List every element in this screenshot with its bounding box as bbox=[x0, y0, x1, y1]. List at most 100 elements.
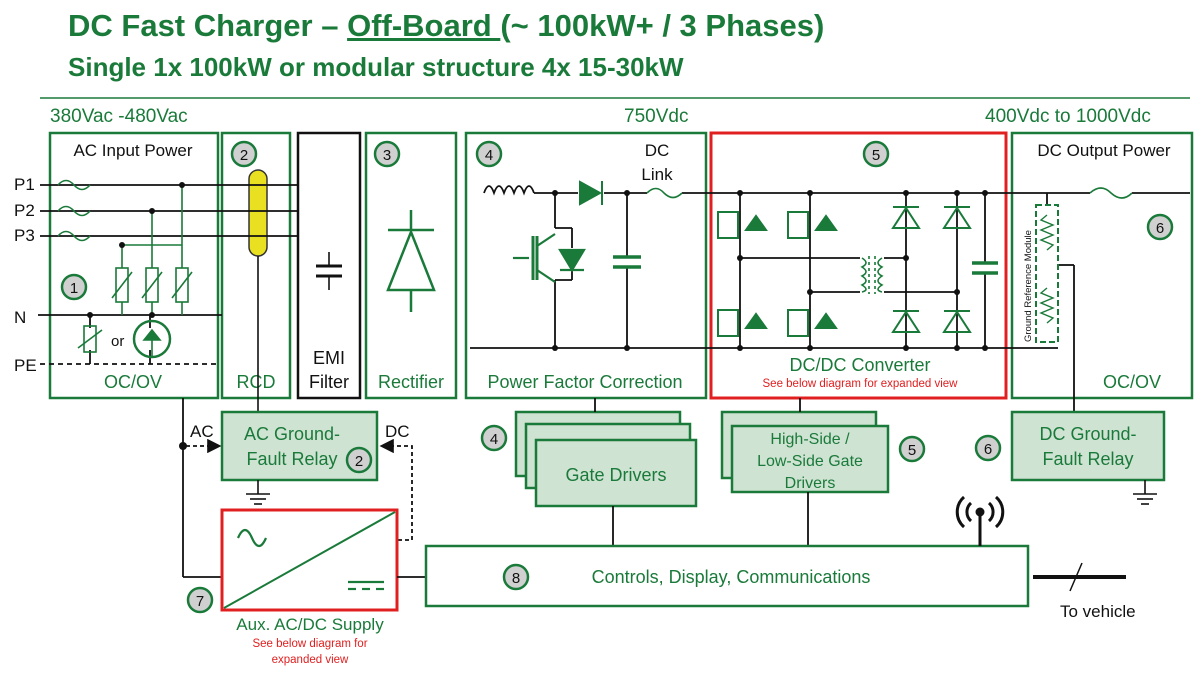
badge-5-hsls: 5 bbox=[898, 435, 926, 463]
pfc-dc-label: DC bbox=[645, 141, 670, 160]
pfc-capacitor-icon bbox=[613, 255, 641, 269]
emi-label-1: EMI bbox=[313, 348, 345, 368]
or-label: or bbox=[111, 333, 124, 350]
badge-6-output: 6 bbox=[1146, 213, 1174, 241]
controls-label: Controls, Display, Communications bbox=[592, 567, 871, 587]
input-fuse-icons bbox=[57, 179, 91, 242]
to-vehicle-label: To vehicle bbox=[1060, 602, 1136, 621]
pfc-dc-link-fuse-icon bbox=[646, 187, 683, 199]
rcd-toroid-icon bbox=[248, 169, 268, 257]
ac-input-block bbox=[48, 131, 220, 400]
ground-reference-label: Ground Reference Module bbox=[1023, 230, 1034, 342]
badge-4-pfc: 4 bbox=[475, 140, 503, 168]
pe-label: PE bbox=[14, 356, 37, 375]
aux-note-2: expanded view bbox=[272, 654, 349, 666]
dc-ground-icon bbox=[1133, 493, 1157, 505]
pfc-circuit bbox=[470, 185, 711, 349]
badge-6-relay: 6 bbox=[974, 434, 1002, 462]
title-underlined: Off-Board bbox=[347, 8, 501, 43]
dc-gf-relay-line1: DC Ground- bbox=[1039, 424, 1136, 444]
dcdc-junction-dots bbox=[737, 190, 988, 351]
aux-label: Aux. AC/DC Supply bbox=[236, 615, 384, 634]
p1-label: P1 bbox=[14, 175, 35, 194]
title-part1: DC Fast Charger – bbox=[68, 8, 348, 43]
ac-aux-junction-dot bbox=[179, 442, 187, 450]
dcdc-block bbox=[709, 131, 1008, 400]
emi-capacitor-icon bbox=[316, 252, 342, 290]
dcdc-capacitor-icon bbox=[972, 261, 998, 275]
p3-label: P3 bbox=[14, 226, 35, 245]
dc-output-circuit bbox=[1012, 192, 1190, 412]
dcdc-output-diode-icons bbox=[891, 206, 972, 333]
pfc-block bbox=[464, 131, 708, 400]
p2-label: P2 bbox=[14, 201, 35, 220]
rcd-label: RCD bbox=[237, 372, 276, 392]
dc-output-block bbox=[1010, 131, 1194, 400]
rectifier-label: Rectifier bbox=[378, 372, 444, 392]
rcd-block bbox=[220, 131, 292, 400]
svg-text:5: 5 bbox=[872, 147, 880, 164]
vehicle-bus-slash bbox=[1069, 562, 1083, 592]
ac-aux-wiring bbox=[182, 398, 413, 578]
hs-ls-line3: Drivers bbox=[785, 475, 836, 492]
badge-7: 7 bbox=[186, 586, 214, 614]
controls-display-comms-block bbox=[424, 544, 1030, 608]
svg-text:6: 6 bbox=[1156, 220, 1164, 237]
dc-arrow-label: DC bbox=[385, 422, 410, 441]
ac-arrow-label: AC bbox=[190, 422, 214, 441]
ac-gf-relay-line1: AC Ground- bbox=[244, 424, 340, 444]
svg-text:6: 6 bbox=[984, 441, 992, 458]
aux-ac-sine-icon bbox=[236, 528, 268, 548]
ac-input-wiring bbox=[38, 184, 222, 365]
svg-text:3: 3 bbox=[383, 147, 391, 164]
dcdc-note: See below diagram for expanded view bbox=[763, 378, 959, 390]
antenna-icon bbox=[955, 495, 1005, 546]
varistor-icons bbox=[77, 185, 193, 359]
hs-ls-line1: High-Side / bbox=[770, 431, 850, 448]
pfc-boost-diode-icon bbox=[579, 180, 603, 206]
badge-1: 1 bbox=[60, 273, 88, 301]
aux-diagonal bbox=[223, 511, 396, 609]
page-title: DC Fast Charger – Off-Board (~ 100kW+ / … bbox=[68, 8, 824, 44]
pfc-junction-dots bbox=[552, 190, 630, 351]
dc-output-voltage-label: 400Vdc to 1000Vdc bbox=[985, 106, 1151, 127]
pfc-igbt-icon bbox=[513, 233, 586, 283]
hs-ls-line2: Low-Side Gate bbox=[757, 453, 863, 470]
aux-dc-icon bbox=[348, 580, 384, 591]
badge-8: 8 bbox=[502, 563, 530, 591]
svg-text:7: 7 bbox=[196, 593, 204, 610]
gate-drivers-block bbox=[534, 438, 698, 508]
dcdc-transformer-icon bbox=[860, 256, 884, 294]
dc-output-footer: OC/OV bbox=[1103, 372, 1161, 392]
pfc-label: Power Factor Correction bbox=[487, 372, 682, 392]
svg-text:5: 5 bbox=[908, 442, 916, 459]
badge-3: 3 bbox=[373, 140, 401, 168]
ac-gf-relay-line2: Fault Relay bbox=[246, 449, 337, 469]
badge-2-rcd: 2 bbox=[230, 140, 258, 168]
svg-text:4: 4 bbox=[490, 431, 498, 448]
dc-output-fuse-icon bbox=[1089, 187, 1133, 199]
ac-voltage-label: 380Vac -480Vac bbox=[50, 106, 188, 127]
emi-filter-block bbox=[296, 131, 362, 400]
title-part2: (~ 100kW+ / 3 Phases) bbox=[500, 8, 825, 43]
n-label: N bbox=[14, 308, 26, 327]
svg-text:8: 8 bbox=[512, 570, 520, 587]
dc-ground-fault-relay-block bbox=[1010, 410, 1166, 482]
svg-text:2: 2 bbox=[240, 147, 248, 164]
junction-dots bbox=[87, 182, 185, 318]
main-rails bbox=[222, 184, 298, 237]
emi-label-2: Filter bbox=[309, 372, 349, 392]
svg-text:2: 2 bbox=[355, 453, 363, 470]
dc-output-title: DC Output Power bbox=[1037, 141, 1171, 160]
rectifier-diode-icon bbox=[386, 210, 436, 312]
badge-4-gate: 4 bbox=[480, 424, 508, 452]
dc-gf-relay-line2: Fault Relay bbox=[1042, 449, 1133, 469]
dc-link-voltage-label: 750Vdc bbox=[624, 106, 688, 127]
badge-5-dcdc: 5 bbox=[862, 140, 890, 168]
ground-icon bbox=[246, 493, 270, 505]
dcdc-mosfet-icons bbox=[717, 211, 838, 337]
svg-text:1: 1 bbox=[70, 280, 78, 297]
pfc-link-label: Link bbox=[641, 165, 673, 184]
rectifier-block bbox=[364, 131, 458, 400]
